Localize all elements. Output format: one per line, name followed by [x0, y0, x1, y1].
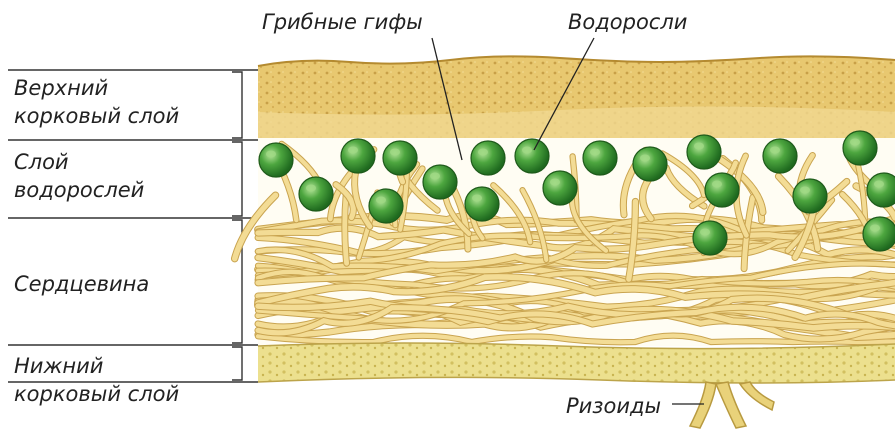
- alga-cell: [259, 143, 293, 177]
- hypha: [345, 193, 347, 263]
- alga-cell: [465, 187, 499, 221]
- alga-cell: [423, 165, 457, 199]
- alga-cell: [299, 177, 333, 211]
- alga-cell: [705, 173, 739, 207]
- alga-highlight: [694, 143, 704, 150]
- alga-cell: [793, 179, 827, 213]
- label-algal-layer: Слой водорослей: [14, 148, 144, 204]
- alga-highlight: [266, 151, 276, 158]
- lower-cortex: [258, 343, 895, 383]
- alga-highlight: [376, 197, 386, 204]
- alga-highlight: [590, 149, 600, 156]
- rhizoids: [690, 382, 774, 428]
- alga-highlight: [850, 139, 860, 146]
- alga-cell: [583, 141, 617, 175]
- alga-cell: [687, 135, 721, 169]
- alga-highlight: [306, 185, 316, 192]
- label-lower-cortex: Нижний корковый слой: [14, 352, 179, 408]
- label-algae: Водоросли: [568, 8, 687, 36]
- alga-highlight: [430, 173, 440, 180]
- label-medulla: Сердцевина: [14, 270, 149, 298]
- alga-highlight: [870, 225, 880, 232]
- alga-cell: [471, 141, 505, 175]
- alga-highlight: [712, 181, 722, 188]
- alga-cell: [633, 147, 667, 181]
- alga-highlight: [770, 147, 780, 154]
- alga-cell: [543, 171, 577, 205]
- alga-highlight: [478, 149, 488, 156]
- alga-cell: [383, 141, 417, 175]
- alga-highlight: [700, 229, 710, 236]
- alga-highlight: [348, 147, 358, 154]
- alga-cell: [843, 131, 877, 165]
- alga-cell: [369, 189, 403, 223]
- label-upper-cortex: Верхний корковый слой: [14, 74, 179, 130]
- label-fungal-hyphae: Грибные гифы: [262, 8, 423, 36]
- alga-cell: [763, 139, 797, 173]
- alga-highlight: [550, 179, 560, 186]
- alga-highlight: [640, 155, 650, 162]
- alga-highlight: [390, 149, 400, 156]
- alga-highlight: [472, 195, 482, 202]
- label-rhizoids: Ризоиды: [566, 392, 661, 420]
- alga-cell: [341, 139, 375, 173]
- alga-highlight: [522, 147, 532, 154]
- alga-cell: [863, 217, 895, 251]
- alga-cell: [693, 221, 727, 255]
- alga-cell: [867, 173, 895, 207]
- alga-highlight: [800, 187, 810, 194]
- alga-highlight: [874, 181, 884, 188]
- alga-cell: [515, 139, 549, 173]
- upper-cortex: [258, 56, 895, 140]
